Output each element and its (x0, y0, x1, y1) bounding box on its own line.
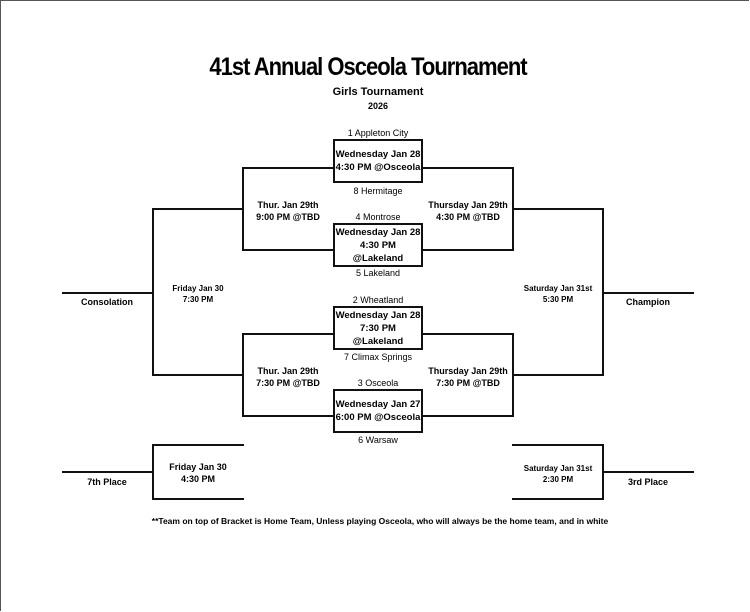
bracket-line (242, 167, 334, 169)
game-time: 7:30 PM @TBD (256, 378, 320, 388)
bracket-line (152, 498, 244, 500)
team-seed-6: 6 Warsaw (358, 435, 398, 445)
game-time: 4:30 PM (180, 474, 215, 484)
team-seed-1: 1 Appleton City (347, 128, 409, 138)
game-box-1: Wednesday Jan 28 4:30 PM @Osceola (333, 139, 423, 183)
champion-label: Champion (626, 297, 670, 307)
consolation-label: Consolation (81, 297, 133, 307)
tournament-year: 2026 (367, 101, 389, 111)
team-seed-7: 7 Climax Springs (343, 352, 413, 362)
semi-right-bottom: Thursday Jan 29th 7:30 PM @TBD (420, 365, 516, 389)
seventh-place-label: 7th Place (87, 477, 127, 487)
tournament-title: 41st Annual Osceola Tournament (209, 52, 527, 81)
game-time: 7:30 PM @Lakeland (352, 322, 404, 347)
team-seed-3: 3 Osceola (357, 378, 399, 388)
game-time: 4:30 PM @TBD (436, 212, 500, 222)
bracket-line (422, 333, 514, 335)
game-date: Wednesday Jan 28 (335, 309, 421, 321)
game-date: Wednesday Jan 28 (335, 226, 421, 238)
bracket-line (152, 374, 244, 376)
third-place-label: 3rd Place (627, 477, 669, 487)
bracket-line (422, 167, 514, 169)
game-date: Friday Jan 30 (169, 462, 227, 472)
game-date: Saturday Jan 31st (523, 284, 593, 293)
game-time: 4:30 PM @Lakeland (352, 239, 404, 264)
game-box-4: Wednesday Jan 27 6:00 PM @Osceola (333, 389, 423, 433)
game-date: Wednesday Jan 27 (335, 399, 421, 410)
team-seed-4: 4 Montrose (355, 212, 401, 222)
bracket-line (512, 444, 604, 446)
championship-game: Saturday Jan 31st 5:30 PM (512, 283, 604, 305)
bracket-line (242, 333, 334, 335)
team-seed-5: 5 Lakeland (355, 268, 401, 278)
bracket-line (242, 249, 334, 251)
seventh-place-game: Friday Jan 30 4:30 PM (152, 461, 244, 485)
footnote: **Team on top of Bracket is Home Team, U… (151, 516, 609, 526)
game-time: 9:00 PM @TBD (256, 212, 320, 222)
game-date: Thursday Jan 29th (428, 200, 508, 210)
semi-right-top: Thursday Jan 29th 4:30 PM @TBD (420, 199, 516, 223)
bracket-line (512, 374, 604, 376)
bracket-line (512, 498, 604, 500)
bracket-line (62, 471, 154, 473)
tournament-subtitle: Girls Tournament (332, 86, 424, 98)
game-date: Saturday Jan 31st (523, 464, 593, 473)
game-time: 4:30 PM @Osceola (335, 162, 421, 173)
game-time: 6:00 PM @Osceola (335, 412, 421, 423)
bracket-line (62, 292, 154, 294)
game-time: 7:30 PM @TBD (436, 378, 500, 388)
game-time: 7:30 PM (182, 295, 214, 304)
game-box-3: Wednesday Jan 28 7:30 PM @Lakeland (333, 306, 423, 350)
consolation-game: Friday Jan 30 7:30 PM (152, 283, 244, 305)
team-seed-8: 8 Hermitage (353, 186, 403, 196)
game-time: 2:30 PM (542, 475, 574, 484)
bracket-line (152, 444, 244, 446)
semi-left-bottom: Thur. Jan 29th 7:30 PM @TBD (242, 365, 334, 389)
bracket-line (152, 208, 244, 210)
bracket-line (422, 415, 514, 417)
game-time: 5:30 PM (542, 295, 574, 304)
semi-left-top: Thur. Jan 29th 9:00 PM @TBD (242, 199, 334, 223)
game-date: Thursday Jan 29th (428, 366, 508, 376)
bracket-line (242, 415, 334, 417)
game-date: Friday Jan 30 (172, 284, 224, 293)
bracket-line (602, 292, 694, 294)
third-place-game: Saturday Jan 31st 2:30 PM (512, 463, 604, 485)
bracket-line (422, 249, 514, 251)
game-date: Wednesday Jan 28 (335, 149, 421, 160)
team-seed-2: 2 Wheatland (352, 295, 404, 305)
bracket-line (512, 208, 604, 210)
game-date: Thur. Jan 29th (257, 366, 319, 376)
game-box-2: Wednesday Jan 28 4:30 PM @Lakeland (333, 223, 423, 267)
game-date: Thur. Jan 29th (257, 200, 319, 210)
bracket-line (602, 471, 694, 473)
